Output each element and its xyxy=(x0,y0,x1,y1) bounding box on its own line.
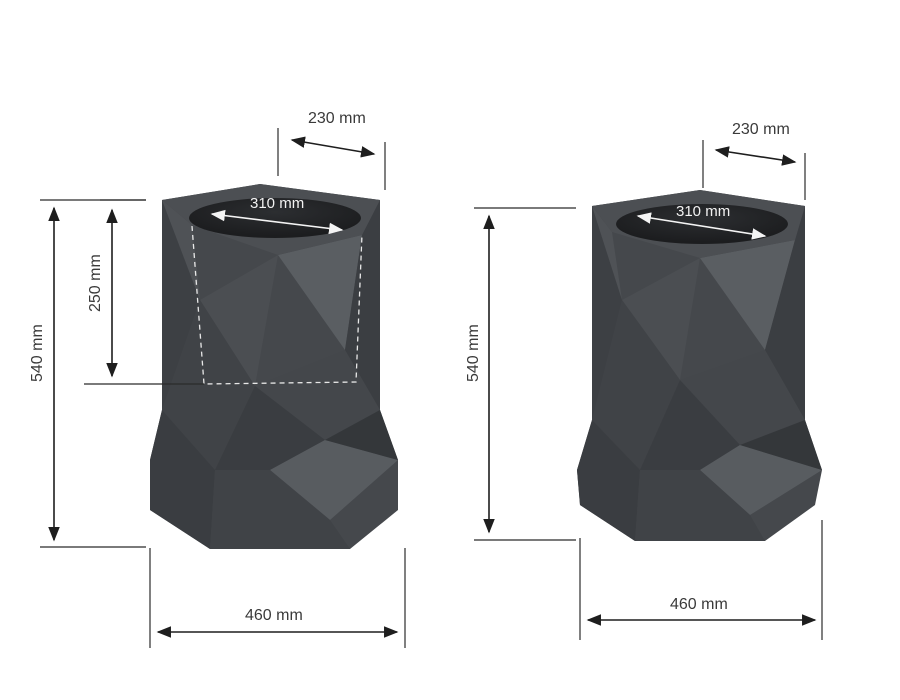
left-liner-outline xyxy=(191,225,363,385)
right-facet-upper-d xyxy=(765,206,805,420)
left-liner-depth-label: 250 mm xyxy=(87,254,104,312)
left-facet-upper-e xyxy=(162,200,200,300)
left-top-depth-label: 230 mm xyxy=(308,110,366,127)
left-facet-mid-a xyxy=(162,300,255,470)
right-width-label: 460 mm xyxy=(670,596,728,613)
right-facet-mid-a xyxy=(592,300,680,470)
right-facet-low-a xyxy=(577,420,640,541)
left-facet-upper-a xyxy=(162,200,200,410)
left-facet-mid-c xyxy=(215,386,325,470)
right-facet-low-d xyxy=(740,420,822,470)
left-width-label: 460 mm xyxy=(245,607,303,624)
right-facet-upper-b xyxy=(622,258,700,380)
left-height-label: 540 mm xyxy=(29,324,46,382)
right-planter: 310 mm 230 mm 540 mm 460 mm xyxy=(465,121,823,640)
right-facet-low-b xyxy=(700,445,822,515)
right-facet-low-c xyxy=(635,470,765,541)
left-facet-upper-c xyxy=(278,235,362,350)
right-top-depth-label: 230 mm xyxy=(732,121,790,138)
right-facet-mid-b xyxy=(680,350,805,445)
left-facet-upper-b xyxy=(200,255,278,386)
left-top-depth-arrow xyxy=(290,136,376,158)
left-facet-mid-b xyxy=(255,350,380,440)
left-facet-low-b xyxy=(270,440,398,520)
left-facet-low-a xyxy=(150,410,215,549)
right-facet-mid-c xyxy=(640,380,740,470)
left-facet-low-c xyxy=(210,470,350,549)
left-opening-diameter-arrow xyxy=(210,209,344,235)
left-facet-low-d xyxy=(325,410,398,460)
right-facet-upper-c xyxy=(700,240,795,350)
right-top-depth-arrow xyxy=(714,146,797,166)
right-height-label: 540 mm xyxy=(465,324,482,382)
right-opening-diameter-arrow xyxy=(636,212,767,240)
left-opening-diameter-label: 310 mm xyxy=(250,195,304,212)
left-planter: 310 mm 230 mm 540 mm 250 mm 460 mm xyxy=(29,110,406,648)
right-facet-upper-a xyxy=(592,206,622,420)
left-facet-upper-d xyxy=(345,200,380,410)
right-opening-diameter-label: 310 mm xyxy=(676,203,730,220)
right-facet-upper-e xyxy=(592,206,622,300)
